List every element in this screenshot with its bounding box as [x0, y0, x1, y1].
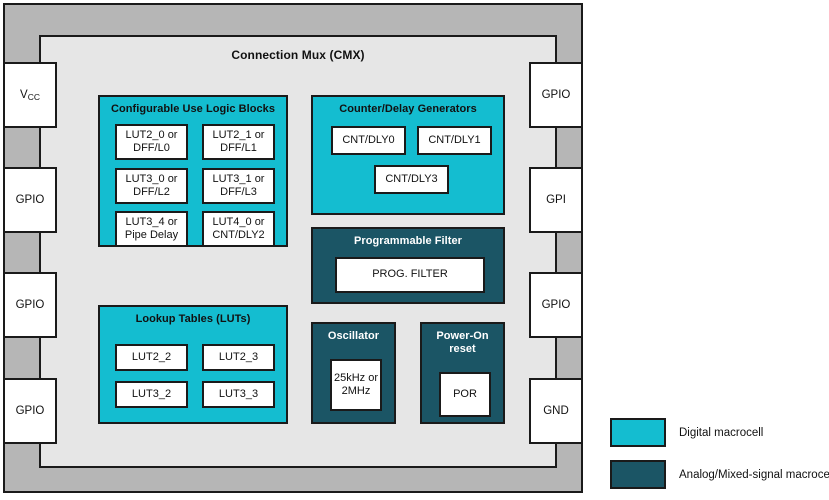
- block-lookup-tables[interactable]: Lookup Tables (LUTs) LUT2_2 LUT2_3 LUT3_…: [98, 305, 288, 424]
- cell-por[interactable]: POR: [439, 372, 491, 417]
- cell-lut3-0[interactable]: LUT3_0 or DFF/L2: [115, 168, 188, 204]
- block-title-oscillator: Oscillator: [327, 330, 380, 342]
- block-power-on-reset[interactable]: Power-On reset POR: [420, 322, 505, 424]
- pin-gnd-right-4[interactable]: GND: [529, 378, 583, 444]
- connection-mux-label: Connection Mux (CMX): [231, 48, 365, 62]
- cell-cnt-dly1[interactable]: CNT/DLY1: [417, 126, 492, 155]
- cell-osc-freq[interactable]: 25kHz or 2MHz: [330, 359, 382, 411]
- block-programmable-filter[interactable]: Programmable Filter PROG. FILTER: [311, 227, 505, 304]
- connection-mux-bar: Connection Mux (CMX): [41, 37, 555, 73]
- cell-cnt-dly3[interactable]: CNT/DLY3: [374, 165, 449, 194]
- legend-swatch-analog-icon: [610, 460, 666, 489]
- cell-lut3-2[interactable]: LUT3_2: [115, 381, 188, 408]
- legend-label-digital: Digital macrocell: [679, 426, 764, 439]
- legend-swatch-digital-icon: [610, 418, 666, 447]
- cell-lut2-1[interactable]: LUT2_1 or DFF/L1: [202, 124, 275, 160]
- cell-cnt-dly0[interactable]: CNT/DLY0: [331, 126, 406, 155]
- chip-inner-core: Connection Mux (CMX) Configurable Use Lo…: [39, 35, 557, 468]
- block-title-por: Power-On reset: [436, 330, 489, 355]
- cell-lut3-1[interactable]: LUT3_1 or DFF/L3: [202, 168, 275, 204]
- pin-gpio-right-3[interactable]: GPIO: [529, 272, 583, 338]
- legend-row-digital: Digital macrocell: [610, 418, 763, 447]
- chip-outer-frame: Connection Mux (CMX) Configurable Use Lo…: [3, 3, 583, 493]
- pin-gpio-right-1[interactable]: GPIO: [529, 62, 583, 128]
- pin-gpio-left-2[interactable]: GPIO: [3, 272, 57, 338]
- cell-lut2-0[interactable]: LUT2_0 or DFF/L0: [115, 124, 188, 160]
- block-oscillator[interactable]: Oscillator 25kHz or 2MHz: [311, 322, 396, 424]
- block-title-luts: Lookup Tables (LUTs): [135, 313, 251, 325]
- cell-prog-filter[interactable]: PROG. FILTER: [335, 257, 485, 293]
- pin-vcc-label: VCC: [20, 89, 40, 102]
- cell-lut3-4[interactable]: LUT3_4 or Pipe Delay: [115, 211, 188, 247]
- legend-label-analog: Analog/Mixed-signal macrocell: [679, 468, 829, 481]
- block-counter-delay-generators[interactable]: Counter/Delay Generators CNT/DLY0 CNT/DL…: [311, 95, 505, 215]
- block-title-culb: Configurable Use Logic Blocks: [110, 103, 276, 115]
- pin-gpio-left-3[interactable]: GPIO: [3, 378, 57, 444]
- pin-gpio-left-1[interactable]: GPIO: [3, 167, 57, 233]
- cell-lut2-2[interactable]: LUT2_2: [115, 344, 188, 371]
- cell-lut2-3[interactable]: LUT2_3: [202, 344, 275, 371]
- pin-gpi-right-2[interactable]: GPI: [529, 167, 583, 233]
- pin-vcc[interactable]: VCC: [3, 62, 57, 128]
- cell-lut4-0[interactable]: LUT4_0 or CNT/DLY2: [202, 211, 275, 247]
- legend-row-analog: Analog/Mixed-signal macrocell: [610, 460, 829, 489]
- cell-lut3-3[interactable]: LUT3_3: [202, 381, 275, 408]
- block-title-counters: Counter/Delay Generators: [339, 103, 477, 115]
- block-configurable-use-logic-blocks[interactable]: Configurable Use Logic Blocks LUT2_0 or …: [98, 95, 288, 247]
- block-title-filter: Programmable Filter: [354, 235, 462, 247]
